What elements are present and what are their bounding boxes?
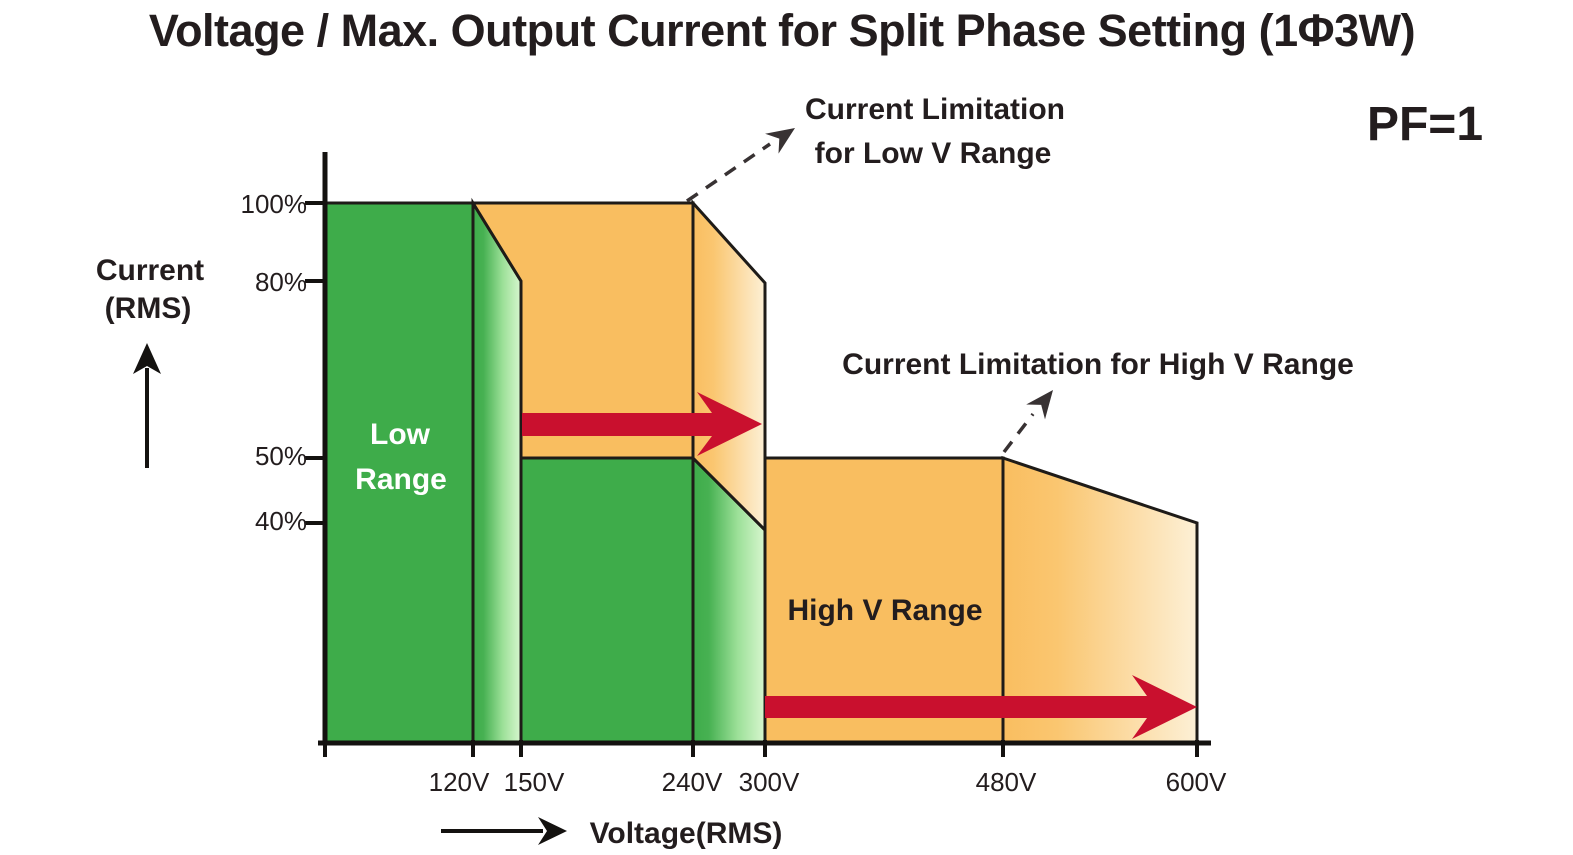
x-tick-label-480: 480V	[976, 767, 1037, 797]
dashed-arrowhead-low-v-icon	[765, 128, 795, 154]
low-v-limitation-region	[470, 201, 695, 460]
x-tick-label-300: 300V	[739, 767, 800, 797]
y-tick-label-80: 80%	[255, 267, 307, 297]
y-axis-title-line1: Current	[96, 254, 204, 287]
x-tick-label-600: 600V	[1166, 767, 1227, 797]
x-tick-label-150: 150V	[504, 767, 565, 797]
high-v-range-label: High V Range	[787, 594, 982, 627]
dashed-arrow-high-v	[1002, 412, 1035, 454]
low-range-region	[323, 201, 475, 746]
x-axis-title: Voltage(RMS)	[590, 817, 783, 850]
pf-note: PF=1	[1367, 98, 1483, 151]
dashed-arrowhead-high-v-icon	[1026, 390, 1053, 420]
y-axis-title-line2: (RMS)	[105, 292, 192, 325]
low-range-label-line2: Range	[355, 463, 447, 496]
up-arrowhead-icon	[133, 343, 161, 374]
low-v-range-red-arrow	[522, 392, 762, 456]
chart-title: Voltage / Max. Output Current for Split …	[149, 5, 1415, 56]
y-tick-label-50: 50%	[255, 441, 307, 471]
y-tick-label-40: 40%	[255, 506, 307, 536]
annotation-low-v-line2: for Low V Range	[815, 137, 1052, 170]
dashed-arrow-low-v	[686, 142, 771, 203]
annotation-high-v: Current Limitation for High V Range	[842, 348, 1354, 381]
y-tick-label-100: 100%	[241, 189, 308, 219]
high-v-range-red-arrow	[765, 675, 1197, 739]
right-arrowhead-icon	[538, 817, 567, 845]
annotation-low-v-line1: Current Limitation	[805, 93, 1065, 126]
low-range-region-150-240	[519, 456, 695, 746]
x-tick-label-240: 240V	[662, 767, 723, 797]
low-range-label-line1: Low	[370, 418, 431, 451]
low-range-fade-band-120-150	[471, 197, 523, 746]
x-tick-label-120: 120V	[429, 767, 490, 797]
